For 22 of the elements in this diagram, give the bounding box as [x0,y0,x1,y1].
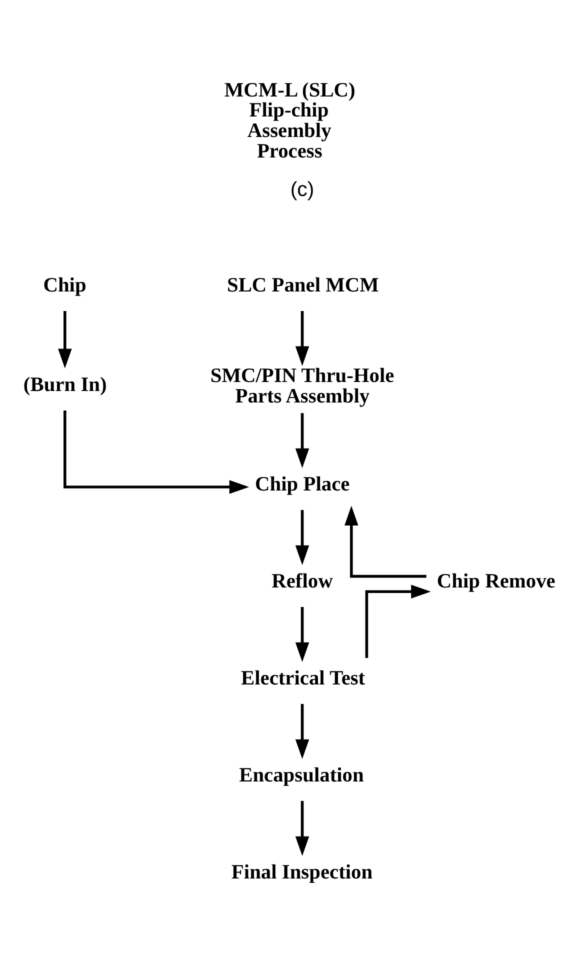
arrow [58,310,72,368]
arrow [295,509,310,565]
node-text: Chip [43,274,86,296]
arrow [295,703,310,759]
arrow [295,606,310,662]
node-text: Chip Place [255,473,350,496]
node-text: Chip Remove [436,570,556,592]
arrow [295,800,310,856]
label: (c) [290,178,314,200]
arrow [64,410,250,494]
arrow [344,505,426,578]
arrow [365,584,431,658]
node-text: (Burn In) [23,374,107,396]
arrow [295,310,310,366]
node-text: Encapsulation [239,764,364,786]
node-text: Reflow [272,570,333,592]
arrow [295,412,310,468]
node-text: Final Inspection [231,861,373,883]
node-text: SMC/PIN Thru-Hole Parts Assembly [210,364,394,408]
node-text: SLC Panel MCM [226,274,379,296]
diagram-title: MCM-L (SLC) Flip-chip Assembly Process [224,78,356,162]
node-text: Electrical Test [241,667,366,690]
